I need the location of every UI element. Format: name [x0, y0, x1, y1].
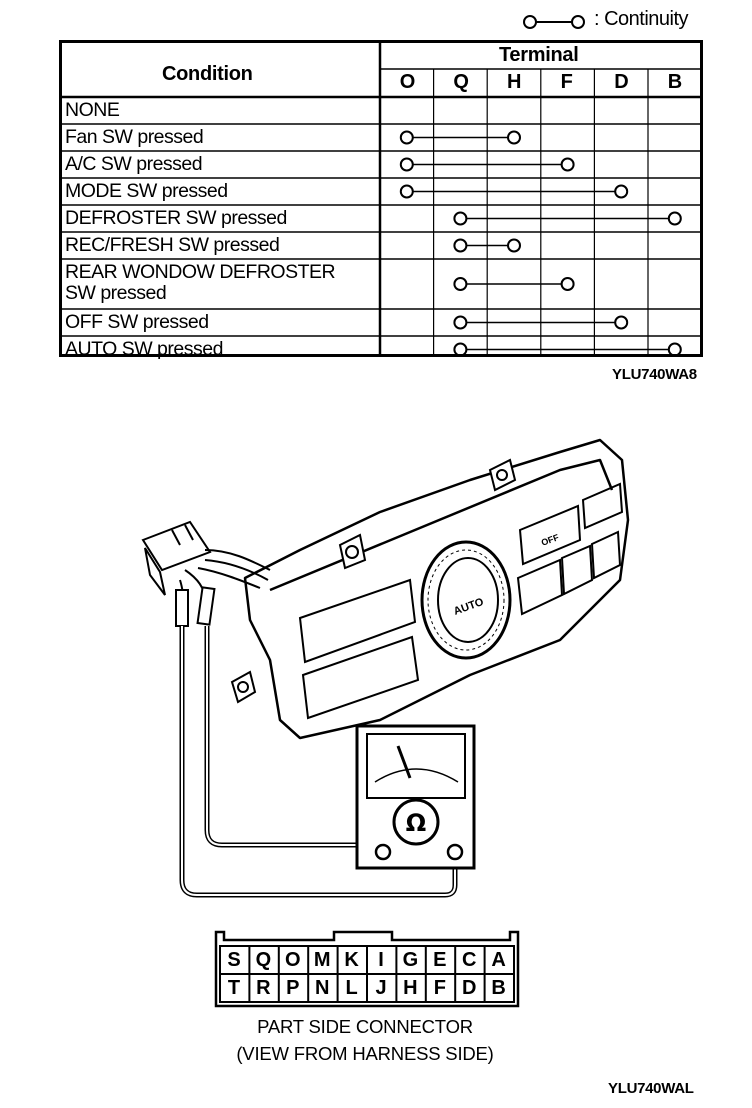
legend-label: : Continuity: [594, 8, 689, 30]
terminal-header-b: B: [667, 71, 682, 93]
table-grid: [62, 43, 700, 354]
continuity-terminal-dot: [453, 342, 468, 354]
continuity-terminal-dot: [614, 315, 629, 330]
continuity-link: [453, 277, 575, 291]
connector-pin-i: I: [378, 949, 384, 971]
connector-pin-o: O: [285, 949, 301, 971]
probe-left: [175, 589, 189, 627]
connector-pin-m: M: [313, 949, 331, 971]
panel-buttons: [298, 482, 624, 720]
connector-pin-h: H: [403, 977, 418, 999]
connector-pin-c: C: [461, 949, 477, 971]
connector-pin-e: E: [433, 949, 447, 971]
terminal-header: Terminal: [499, 44, 579, 66]
figure-code-table: YLU740WA8: [612, 366, 697, 383]
continuity-terminal-dot: [453, 238, 468, 253]
continuity-terminal-dot: [399, 184, 414, 199]
condition-row-label: OFF SW pressed: [65, 311, 209, 333]
ohm-dial-icon: [392, 798, 440, 846]
connector-pin-b: B: [491, 977, 506, 999]
continuity-terminal-dot: [560, 157, 575, 172]
off-button: [518, 504, 582, 566]
figure-code-bottom: YLU740WAL: [608, 1080, 694, 1097]
continuity-link: [399, 157, 575, 172]
connector-pin-n: N: [314, 977, 330, 999]
auto-knob: [420, 540, 512, 660]
connector-outline: [214, 930, 520, 1008]
continuity-link: [453, 342, 682, 354]
condition-row-label: NONE: [65, 99, 120, 121]
connector-pin-l: L: [345, 977, 358, 999]
rec-button: [516, 558, 564, 616]
continuity-terminal-dot: [507, 238, 521, 253]
tester-probes: [175, 586, 216, 627]
continuity-terminal-dot: [667, 342, 682, 354]
connector-pin-s: S: [227, 949, 241, 971]
connector-caption-line1: PART SIDE CONNECTOR: [257, 1016, 473, 1037]
panel-harness-connector: [141, 520, 212, 596]
terminal-header-o: O: [399, 71, 416, 93]
continuity-terminal-dot: [614, 184, 629, 199]
continuity-terminal-dot: [560, 277, 575, 291]
continuity-symbol-icon: [523, 15, 585, 29]
continuity-link: [399, 184, 629, 199]
condition-row-label: Fan SW pressed: [65, 126, 204, 148]
connector-pin-p: P: [286, 977, 300, 999]
terminal-header-d: D: [614, 71, 629, 93]
condition-row-label: AUTO SW pressed: [65, 338, 223, 360]
left-upper-button: [298, 578, 417, 664]
control-panel-test-illustration: AUTO OFF Ω: [141, 438, 630, 898]
connector-pin-f: F: [433, 977, 446, 999]
continuity-terminal-dot: [453, 315, 468, 330]
connector-pin-a: A: [491, 949, 506, 971]
connector-caption-line2: (VIEW FROM HARNESS SIDE): [236, 1043, 494, 1064]
terminal-header-h: H: [507, 71, 522, 93]
continuity-terminal-dot: [453, 277, 468, 291]
continuity-link: [453, 315, 629, 330]
continuity-terminal-dot: [667, 211, 682, 226]
meter-needle: [396, 745, 412, 779]
condition-header: Condition: [162, 63, 253, 85]
continuity-link: [453, 238, 521, 253]
continuity-table: Condition Terminal O Q H F D B NONE Fan SW pres…: [59, 40, 703, 360]
ohmmeter: Ω: [355, 724, 476, 870]
connector-pin-q: Q: [255, 949, 272, 971]
terminal-header-f: F: [560, 71, 573, 93]
connector-pin-t: T: [227, 977, 241, 999]
connector-pin-d: D: [461, 977, 477, 999]
continuity-terminal-dot: [507, 130, 521, 145]
continuity-terminal-dot: [453, 211, 468, 226]
condition-row-label: A/C SW pressed: [65, 153, 203, 175]
meter-terminal-left: [374, 843, 392, 861]
probe-right: [196, 586, 216, 626]
connector-pin-k: K: [344, 949, 359, 971]
left-lower-button: [301, 635, 420, 720]
condition-row-label: REC/FRESH SW pressed: [65, 234, 280, 256]
continuity-link: [453, 211, 682, 226]
continuity-terminal-dot: [399, 130, 414, 145]
meter-dial: [366, 733, 466, 799]
connector-pin-r: R: [256, 977, 271, 999]
terminal-header-q: Q: [453, 71, 469, 93]
ohm-symbol: Ω: [406, 809, 426, 837]
connector-pin-g: G: [402, 949, 419, 971]
connector-pin-j: J: [375, 977, 387, 999]
condition-row-label: MODE SW pressed: [65, 180, 228, 202]
condition-row-label: DEFROSTER SW pressed: [65, 207, 287, 229]
mounting-clips: [230, 458, 517, 704]
continuity-terminal-dot: [399, 157, 414, 172]
meter-terminal-right: [446, 843, 464, 861]
continuity-link: [399, 130, 521, 145]
